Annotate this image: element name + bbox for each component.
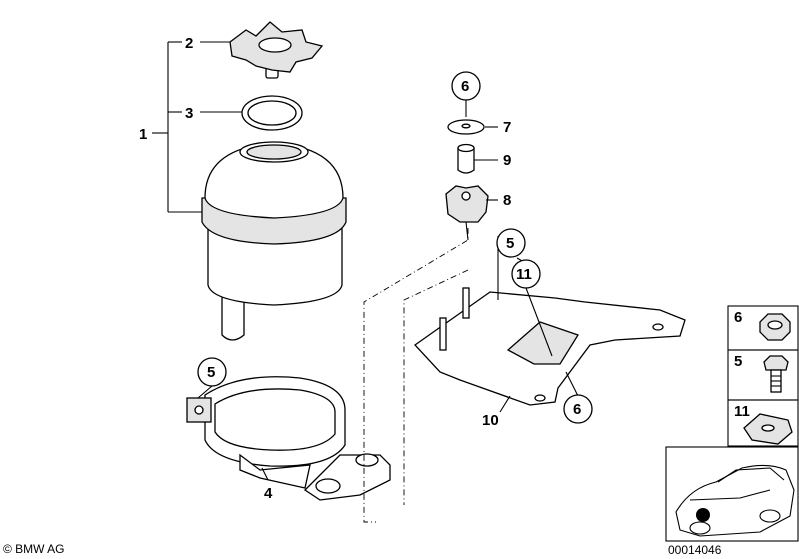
clip-nut-icon — [743, 413, 793, 445]
location-marker — [696, 508, 710, 522]
callout-2: 2 — [185, 35, 193, 52]
reservoir-icon — [201, 141, 347, 341]
callout-9: 9 — [503, 152, 511, 169]
copyright-text: © BMW AG — [3, 542, 65, 556]
callout-circle-6-bracket — [563, 394, 593, 424]
callout-1: 1 — [139, 126, 147, 143]
callout-circle-6-top — [451, 71, 481, 101]
legend-label-11: 11 — [734, 403, 750, 420]
callout-10: 10 — [482, 412, 499, 429]
bolt-icon — [763, 355, 789, 393]
callout-circle-11 — [511, 259, 541, 289]
o-ring-icon — [241, 95, 303, 131]
diagram-number: 00014046 — [668, 543, 722, 557]
legend-panel — [727, 305, 799, 447]
callout-4: 4 — [264, 485, 273, 502]
callout-5-bracket: 5 — [506, 235, 514, 252]
cap-icon — [229, 21, 324, 79]
clamp-icon — [186, 376, 391, 501]
callout-6-bracket: 6 — [573, 401, 581, 418]
nut-icon — [759, 313, 791, 341]
leader-lines — [197, 100, 579, 481]
callout-3: 3 — [185, 105, 193, 122]
callout-8: 8 — [503, 192, 511, 209]
callout-5-clamp: 5 — [207, 364, 215, 381]
washer-icon — [447, 119, 485, 135]
legend-label-5: 5 — [734, 353, 742, 370]
callout-6-top: 6 — [461, 78, 469, 95]
assembly-bracket-lines — [152, 41, 250, 213]
legend-label-6: 6 — [734, 309, 742, 326]
car-thumbnail-icon — [665, 446, 799, 542]
callout-11: 11 — [516, 266, 532, 283]
rubber-mount-icon — [445, 185, 489, 241]
callout-7: 7 — [503, 119, 511, 136]
bracket-icon — [414, 236, 686, 406]
assembly-dash-lines — [363, 228, 469, 523]
callout-circle-5-clamp — [197, 357, 227, 387]
sleeve-icon — [457, 143, 475, 174]
callout-circle-5-bracket — [496, 228, 526, 258]
